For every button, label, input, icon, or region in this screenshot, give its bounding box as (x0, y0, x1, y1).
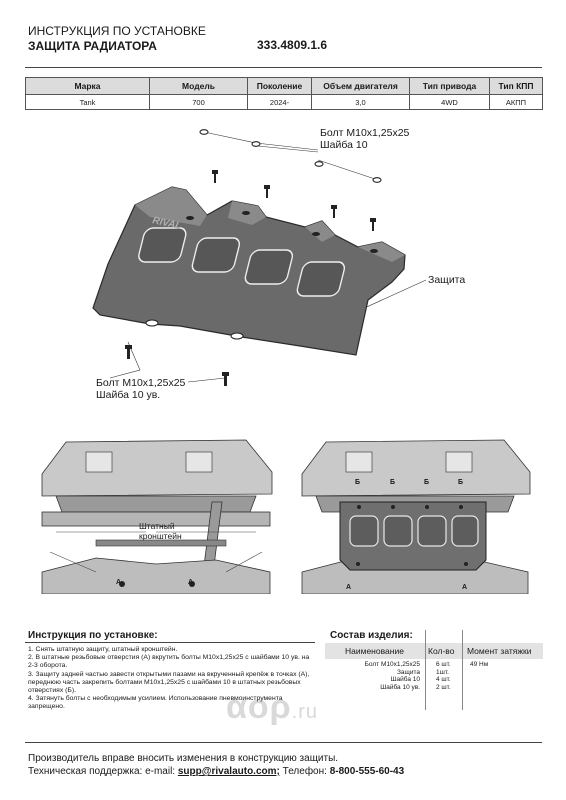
marker-b-4: Б (458, 479, 464, 486)
item-name: Болт M10x1,25x25 (364, 661, 420, 668)
marker-a-left: А (116, 579, 122, 586)
footer-support: Техническая поддержка: e-mail: supp@riva… (28, 765, 404, 778)
skid-plate: RIVAL (92, 186, 406, 356)
item-name: Защита (396, 668, 420, 676)
header-generation: Поколение (247, 77, 312, 95)
item-qty: 4 шт. (436, 676, 451, 684)
bolt-icon (125, 345, 229, 386)
label-bolt-bottom: Болт M10x1,25x25 Шайба 10 ув. (96, 377, 185, 401)
cell-gearbox: АКПП (489, 94, 543, 110)
composition-title: Состав изделия: (330, 630, 413, 641)
phone-label: Телефон: (282, 766, 327, 777)
label-bracket-line1: Штатный (139, 521, 175, 531)
composition-header-torque: Момент затяжки (467, 646, 532, 656)
composition-quantities: 6 шт. 1шт. 4 шт. 2 шт. (436, 661, 451, 691)
composition-header-name: Наименование (345, 646, 404, 656)
marker-a-4: А (462, 584, 468, 591)
instructions-list: 1. Снять штатную защиту, штатный кронште… (28, 646, 313, 712)
cell-generation: 2024- (247, 94, 312, 110)
marker-b-2: Б (390, 479, 396, 486)
instructions-divider (25, 642, 315, 643)
undercarriage-view-after (296, 432, 534, 594)
item-qty: 6 шт. (436, 661, 451, 668)
header-brand: Марка (25, 77, 150, 95)
header-model: Модель (149, 77, 248, 95)
label-bracket-line2: кронштейн (139, 531, 182, 541)
footer-divider (25, 742, 542, 743)
composition-header: Наименование Кол-во Момент затяжки (325, 643, 543, 659)
marker-b-1: Б (355, 479, 361, 486)
marker-a-3: А (346, 584, 352, 591)
title-line-2: ЗАЩИТА РАДИАТОРА (28, 39, 157, 53)
footer-disclaimer: Производитель вправе вносить изменения в… (28, 753, 339, 764)
label-bolt-top: Болт M10x1,25x25 Шайба 10 (320, 127, 409, 151)
column-divider (462, 630, 463, 710)
instruction-step: 3. Защиту задней частью завести открытым… (28, 670, 310, 695)
support-phone: 8-800-555-60-43 (329, 766, 405, 777)
exploded-view-diagram: RIVAL (92, 129, 427, 386)
torque-value: 49 Нм (470, 661, 489, 668)
composition-header-qty: Кол-во (428, 646, 455, 656)
spec-header-row: Марка Модель Поколение Объем двигателя Т… (25, 77, 543, 95)
title-line-1: ИНСТРУКЦИЯ ПО УСТАНОВКЕ (28, 24, 206, 38)
instruction-step: 4. Затянуть болты с необходимым усилием.… (28, 695, 283, 711)
instructions-title: Инструкция по установке: (28, 630, 158, 641)
column-divider (425, 630, 426, 710)
footer: Производитель вправе вносить изменения в… (28, 752, 404, 778)
support-email-link[interactable]: supp@rivalauto.com; (177, 766, 280, 777)
instruction-step: 2. В штатные резьбовые отверстия (А) вкр… (28, 654, 310, 670)
item-qty: 1шт. (436, 668, 449, 676)
cell-model: 700 (149, 94, 248, 110)
label-guard: Защита (428, 274, 466, 286)
cell-engine: 3,0 (311, 94, 410, 110)
label-bolt-bottom-line1: Болт M10x1,25x25 (96, 377, 186, 389)
label-bolt-bottom-line2: Шайба 10 ув. (96, 389, 161, 401)
item-name: Шайба 10 (390, 676, 420, 684)
washer-icon (199, 129, 382, 183)
watermark-suffix: .ru (291, 701, 319, 723)
header-divider (25, 67, 542, 68)
marker-a-right: А (188, 579, 194, 586)
bolt-icon (212, 170, 376, 231)
header-gearbox: Тип КПП (489, 77, 543, 95)
watermark-logo: αορ.ru (226, 688, 318, 727)
composition-names: Болт M10x1,25x25 Защита Шайба 10 Шайба 1… (330, 661, 420, 691)
watermark-main: αορ (226, 688, 292, 726)
label-bracket: Штатный кронштейн (139, 521, 182, 541)
header-drive: Тип привода (409, 77, 490, 95)
part-number: 333.4809.1.6 (257, 38, 328, 52)
document-title: ИНСТРУКЦИЯ ПО УСТАНОВКЕ ЗАЩИТА РАДИАТОРА (28, 24, 206, 54)
item-qty: 2 шт. (436, 683, 451, 691)
undercarriage-view-before (36, 432, 276, 594)
cell-brand: Tank (25, 94, 150, 110)
label-bolt-top-line2: Шайба 10 (320, 139, 368, 151)
spec-data-row: Tank 700 2024- 3,0 4WD АКПП (25, 94, 543, 110)
marker-b-3: Б (424, 479, 430, 486)
instruction-step: 1. Снять штатную защиту, штатный кронште… (28, 646, 178, 653)
label-bolt-top-line1: Болт M10x1,25x25 (320, 127, 410, 139)
vehicle-spec-table: Марка Модель Поколение Объем двигателя Т… (25, 77, 543, 110)
header-engine: Объем двигателя (311, 77, 410, 95)
support-label: Техническая поддержка: e-mail: (28, 766, 176, 777)
cell-drive: 4WD (409, 94, 490, 110)
item-name: Шайба 10 ув. (380, 683, 420, 691)
